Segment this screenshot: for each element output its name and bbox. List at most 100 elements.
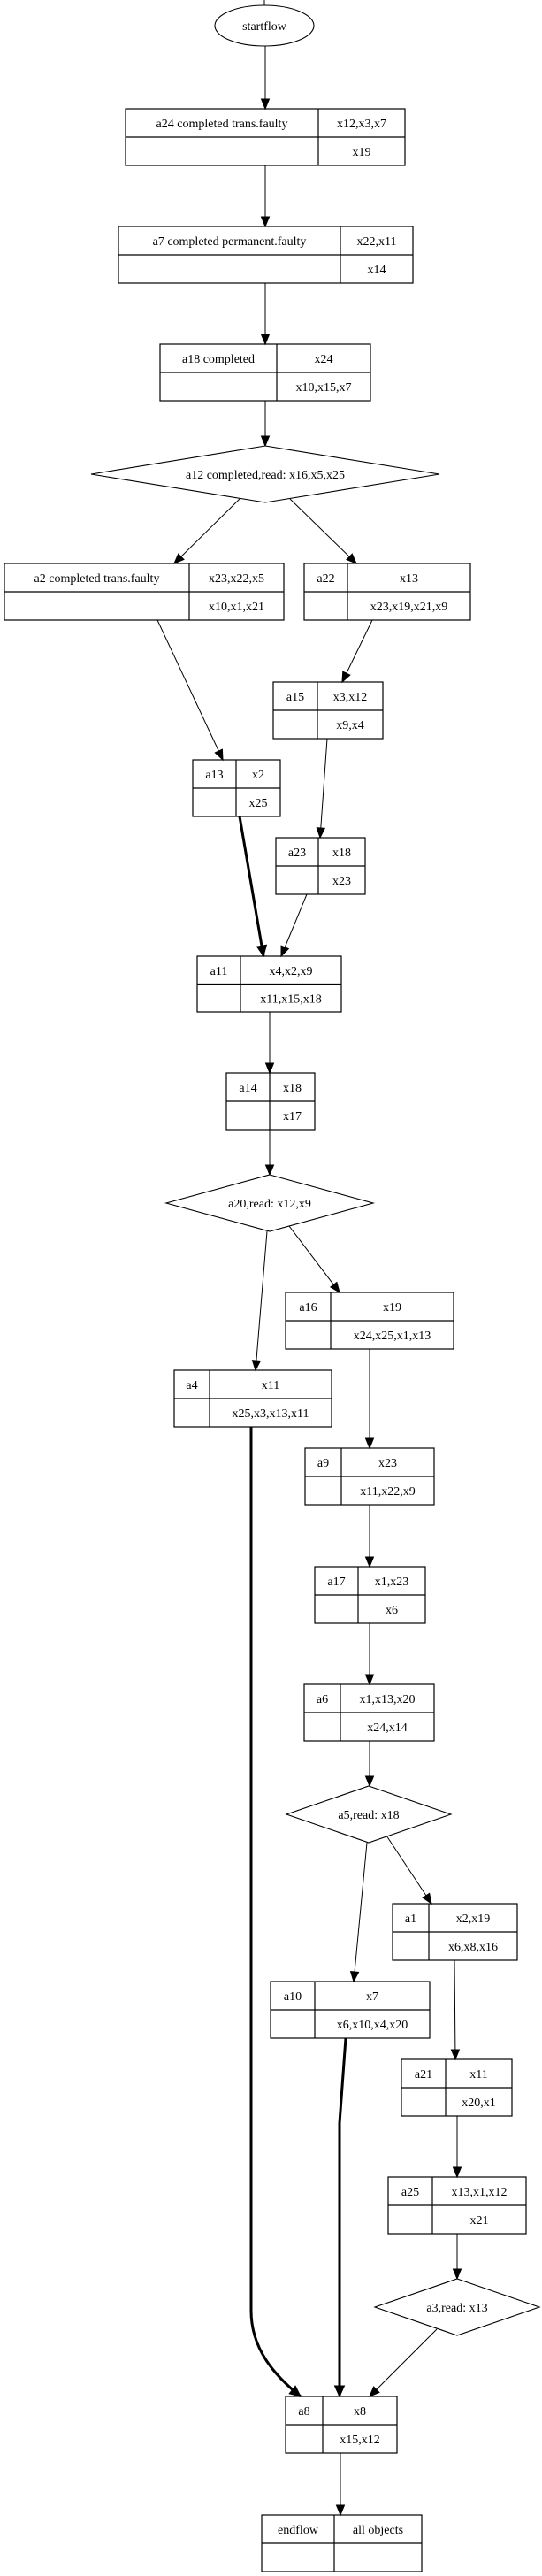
record-name: a4	[186, 1379, 197, 1392]
record-top-value: x24	[315, 353, 333, 366]
record-bottom-value: x9,x4	[336, 719, 364, 732]
record-name: a17	[327, 1576, 345, 1589]
arrowhead-icon	[260, 98, 271, 111]
arrowhead-icon	[346, 553, 357, 564]
record-top-value: x7	[366, 1990, 378, 2004]
record-name: a7 completed permanent.faulty	[153, 235, 307, 249]
arrowhead-icon	[260, 334, 271, 346]
arrowhead-icon	[335, 2504, 346, 2517]
record-name: a2 completed trans.faulty	[34, 572, 160, 586]
edge-a1-to-a21	[450, 1959, 461, 2061]
edge-line	[386, 1835, 432, 1905]
arrowhead-icon	[288, 2385, 302, 2397]
start-ellipse	[214, 4, 315, 47]
arrowhead-icon	[369, 2386, 380, 2397]
edge-a4-to-a8	[249, 1427, 302, 2398]
start-label: startflow	[242, 20, 287, 34]
edge-line	[454, 1959, 456, 2060]
edges-layer	[156, 46, 462, 2517]
edge-a16-to-a9	[364, 1349, 375, 1450]
decision-label: a20,read: x12,x9	[228, 1198, 311, 1211]
edge-a5-to-a10	[349, 1842, 368, 1983]
edge-line	[238, 816, 265, 957]
edge-a23-to-a11	[280, 893, 308, 958]
arrowhead-icon	[450, 2049, 461, 2061]
record-bottom-value: x6,x10,x4,x20	[337, 2019, 408, 2032]
record-top-value: x3,x12	[333, 691, 368, 704]
record-name: a13	[205, 769, 223, 782]
record-top-value: x2	[252, 769, 264, 782]
arrowhead-icon	[173, 553, 185, 564]
record-bottom-value: x14	[368, 264, 386, 277]
arrowhead-icon	[214, 748, 224, 762]
arrowhead-icon	[264, 1164, 275, 1177]
arrowhead-icon	[333, 2385, 346, 2398]
edge-a14-to-a20	[264, 1130, 275, 1177]
edge-a18-to-a12	[260, 401, 271, 448]
record-bottom-value: x11,x22,x9	[360, 1485, 415, 1499]
arrowhead-icon	[256, 944, 268, 958]
edge-a8-to-endflow	[335, 2453, 346, 2517]
edge-line	[319, 738, 328, 839]
record-top-value: x4,x2,x9	[270, 965, 313, 978]
record-top-value: x23,x22,x5	[209, 572, 264, 586]
decision-diamond	[373, 2278, 541, 2336]
record-name: a1	[405, 1913, 416, 1926]
edge-a2-to-a13	[156, 619, 224, 762]
arrowhead-icon	[364, 1438, 375, 1450]
edge-line	[280, 893, 308, 957]
edge-a22-to-a15	[341, 619, 373, 684]
record-node-a9: a9 x23 x11,x22,x9	[304, 1447, 435, 1506]
edge-a25-to-a3	[452, 2234, 462, 2281]
arrowhead-icon	[364, 1775, 375, 1788]
record-top-value: x23	[378, 1457, 397, 1470]
edge-startflow-to-a24	[260, 46, 271, 111]
record-name: a15	[286, 691, 304, 704]
edge-a17-to-a6	[364, 1623, 375, 1686]
edge-a9-to-a17	[364, 1505, 375, 1568]
edge-a21-to-a25	[452, 2116, 462, 2179]
record-top-value: x1,x13,x20	[360, 1693, 416, 1706]
record-name: endflow	[278, 2524, 319, 2537]
record-name: a9	[317, 1457, 329, 1470]
decision-diamond	[285, 1785, 453, 1844]
edge-a13-to-a11	[238, 816, 268, 958]
edge-line	[369, 2328, 438, 2397]
record-bottom-value: x10,x15,x7	[296, 381, 352, 395]
record-bottom-value: x11,x15,x18	[260, 993, 321, 1006]
record-top-value: x19	[383, 1301, 401, 1315]
record-top-value: x13,x1,x12	[452, 2186, 508, 2199]
edge-a11-to-a14	[264, 1012, 275, 1075]
decision-node-a20: a20,read: x12,x9	[164, 1174, 376, 1232]
decision-label: a3,read: x13	[426, 2302, 487, 2315]
record-node-a13: a13 x2 x25	[192, 759, 281, 817]
edge-line	[173, 498, 240, 564]
record-top-value: all objects	[353, 2524, 403, 2537]
arrowhead-icon	[452, 2268, 462, 2281]
record-top-value: x2,x19	[456, 1913, 491, 1926]
edge-a20-to-a4	[251, 1230, 268, 1372]
record-name: a23	[288, 847, 306, 860]
record-top-value: x22,x11	[357, 235, 397, 249]
record-name: a11	[210, 965, 228, 978]
edge-a24-to-a7	[260, 165, 271, 228]
edge-a10-to-a8	[333, 2037, 347, 2398]
arrowhead-icon	[260, 435, 271, 448]
start-node: startflow	[214, 0, 315, 47]
record-node-a15: a15 x3,x12 x9,x4	[272, 681, 384, 740]
decision-label: a12 completed,read: x16,x5,x25	[186, 469, 345, 482]
record-bottom-value: x25	[249, 797, 268, 810]
record-top-value: x11	[262, 1379, 279, 1392]
record-name: a24 completed trans.faulty	[156, 118, 288, 131]
arrowhead-icon	[452, 2166, 462, 2179]
